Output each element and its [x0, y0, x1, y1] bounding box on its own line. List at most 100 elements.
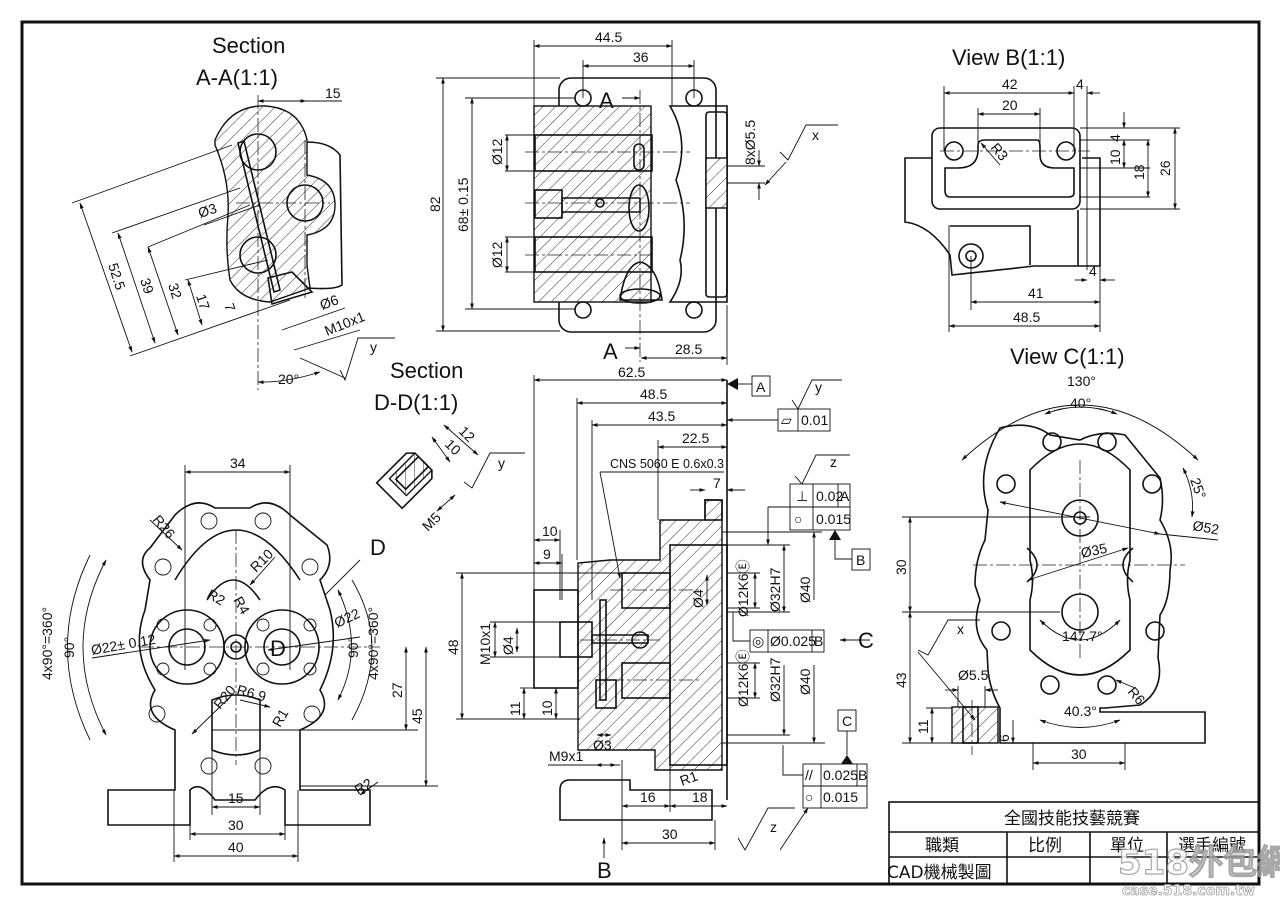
section-dd-title-2: D-D(1:1) [374, 390, 458, 415]
dim-r3: R3 [988, 140, 1012, 164]
front-view: 34 R26 R10 R2 R4 Ø22± 0.12 Ø22 90° 4x90°… [39, 455, 438, 862]
dim-r20: R20 [210, 682, 239, 712]
datum-a-box [751, 375, 771, 397]
dim-phi32h7-bottom: Ø32H7 [767, 657, 783, 702]
view-c: View C(1:1) 130° 40° 25° Ø52 Ø35 [893, 344, 1221, 770]
dim-43: 43 [893, 672, 909, 688]
dim-15: 15 [325, 85, 341, 101]
dim-28-5: 28.5 [675, 341, 702, 357]
dim-45: 45 [409, 708, 425, 724]
dim-27: 27 [389, 682, 405, 698]
surface-finish-symbol [794, 454, 850, 485]
dim-11: 11 [915, 719, 931, 734]
dim-phi35: Ø35 [1079, 540, 1108, 561]
dim-40-front: 40 [228, 839, 244, 855]
dim-42: 42 [1002, 76, 1018, 92]
surface-x-view-c: x [957, 621, 964, 637]
gdt-round2-value: 0.015 [823, 789, 858, 805]
gdt-parallel-datum: B [858, 767, 867, 783]
dim-22-5: 22.5 [682, 430, 709, 446]
section-aa-title-1: Section [212, 33, 285, 58]
dim-phi6: Ø6 [318, 291, 341, 312]
dim-r10: R10 [247, 545, 277, 575]
section-dd-view: Section D-D(1:1) 12 10 M5 y [374, 358, 525, 534]
dim-r6: R6 [1125, 684, 1149, 708]
dim-7: 7 [221, 301, 239, 314]
dim-39: 39 [137, 276, 157, 296]
dim-48-5: 48.5 [1013, 309, 1040, 325]
section-aa-title-2: A-A(1:1) [196, 65, 278, 90]
watermark-sub: case.518.com.tw [1122, 883, 1255, 899]
dim-r2-top: R2 [205, 586, 229, 609]
dim-68-tol: 68± 0.15 [455, 177, 471, 232]
dim-r4: R4 [230, 594, 253, 618]
dim-phi5-5: Ø5.5 [958, 667, 989, 683]
title-block: 全國技能技藝競賽 職類 比例 單位 選手編號 CAD機械製圖 [887, 801, 1260, 885]
surface-finish-symbol [791, 379, 842, 410]
dim-4-right: 4 [1107, 134, 1123, 142]
gdt-flatness-symbol: ⏥ [781, 412, 792, 428]
dim-20deg: 20° [278, 371, 299, 387]
dim-phi52: Ø52 [1191, 517, 1220, 537]
dim-phi4-left: Ø4 [500, 636, 516, 655]
gdt-conc-value: Ø0.025 [770, 633, 816, 649]
gdt-flatness-value: 0.01 [801, 412, 828, 428]
dim-4-bottom: 4 [1089, 263, 1097, 279]
dim-phi12k6-bottom: Ø12K6Ⓔ [735, 649, 751, 707]
dim-30: 30 [662, 826, 678, 842]
dim-26: 26 [1157, 160, 1173, 176]
surface-finish-symbol [463, 452, 525, 489]
gdt-parallel-value: 0.025 [823, 767, 858, 783]
dim-130deg: 130° [1067, 373, 1096, 389]
dim-34: 34 [230, 455, 246, 471]
dim-52-5: 52.5 [105, 261, 129, 292]
dim-82: 82 [427, 196, 443, 212]
dim-16: 16 [640, 789, 656, 805]
dim-phi32h7-top: Ø32H7 [767, 567, 783, 612]
dim-18: 18 [692, 789, 708, 805]
surface-finish-symbol [339, 337, 395, 382]
dim-30-horizontal: 30 [1071, 746, 1087, 762]
dim-48-5: 48.5 [640, 386, 667, 402]
dim-147-7deg: 147.7° [1062, 628, 1103, 644]
surface-x-top: x [812, 127, 819, 143]
dim-41: 41 [1028, 285, 1044, 301]
dim-phi12-b: Ø12 [489, 241, 505, 268]
gdt-round1-value: 0.015 [816, 511, 851, 527]
dim-phi22: Ø22 [332, 605, 363, 631]
dim-10-top: 10 [542, 523, 558, 539]
section-aa-view: Section A-A(1:1) 15 52.5 39 32 17 7 Ø3 Ø… [71, 33, 395, 390]
section-aa-drill [237, 139, 281, 294]
dim-phi4-right: Ø4 [690, 589, 706, 608]
view-arrow-b: B [597, 858, 612, 883]
dim-phi3: Ø3 [593, 737, 612, 753]
dim-25deg: 25° [1187, 476, 1209, 501]
datum-b: B [856, 552, 865, 568]
surface-y-side: y [815, 379, 822, 395]
view-b-title: View B(1:1) [952, 45, 1065, 70]
watermark-main: 518外包網 [1118, 843, 1280, 883]
dim-r1: R1 [269, 706, 292, 730]
title-block-trade-value: CAD機械製圖 [887, 863, 992, 883]
dim-62-5: 62.5 [618, 364, 645, 380]
gdt-conc-datum: B [814, 633, 823, 649]
section-mark-d-top: D [370, 535, 386, 560]
view-b: View B(1:1) 42 4 20 R3 4 10 18 26 4 [904, 45, 1180, 332]
surface-finish-symbol [737, 807, 795, 851]
dim-90deg-left: 90° [61, 637, 77, 658]
dim-m10x1: M10x1 [477, 623, 493, 665]
watermark: 518外包網 case.518.com.tw [1117, 842, 1280, 899]
dim-4x90deg-left: 4x90°=360° [39, 607, 55, 680]
dim-30-front: 30 [228, 817, 244, 833]
view-c-title: View C(1:1) [1010, 344, 1125, 369]
dim-48: 48 [445, 639, 461, 655]
dim-m9x1: M9x1 [549, 748, 583, 764]
dim-90deg-right: 90° [345, 637, 361, 658]
dim-36: 36 [633, 49, 649, 65]
view-c-bolt-holes [991, 432, 1165, 695]
top-view-section-body [533, 105, 652, 303]
dim-4x90deg-right: 4x90°=360° [365, 607, 381, 680]
gdt-conc-symbol: ◎ [752, 633, 764, 649]
surface-z-lower: z [770, 819, 777, 835]
